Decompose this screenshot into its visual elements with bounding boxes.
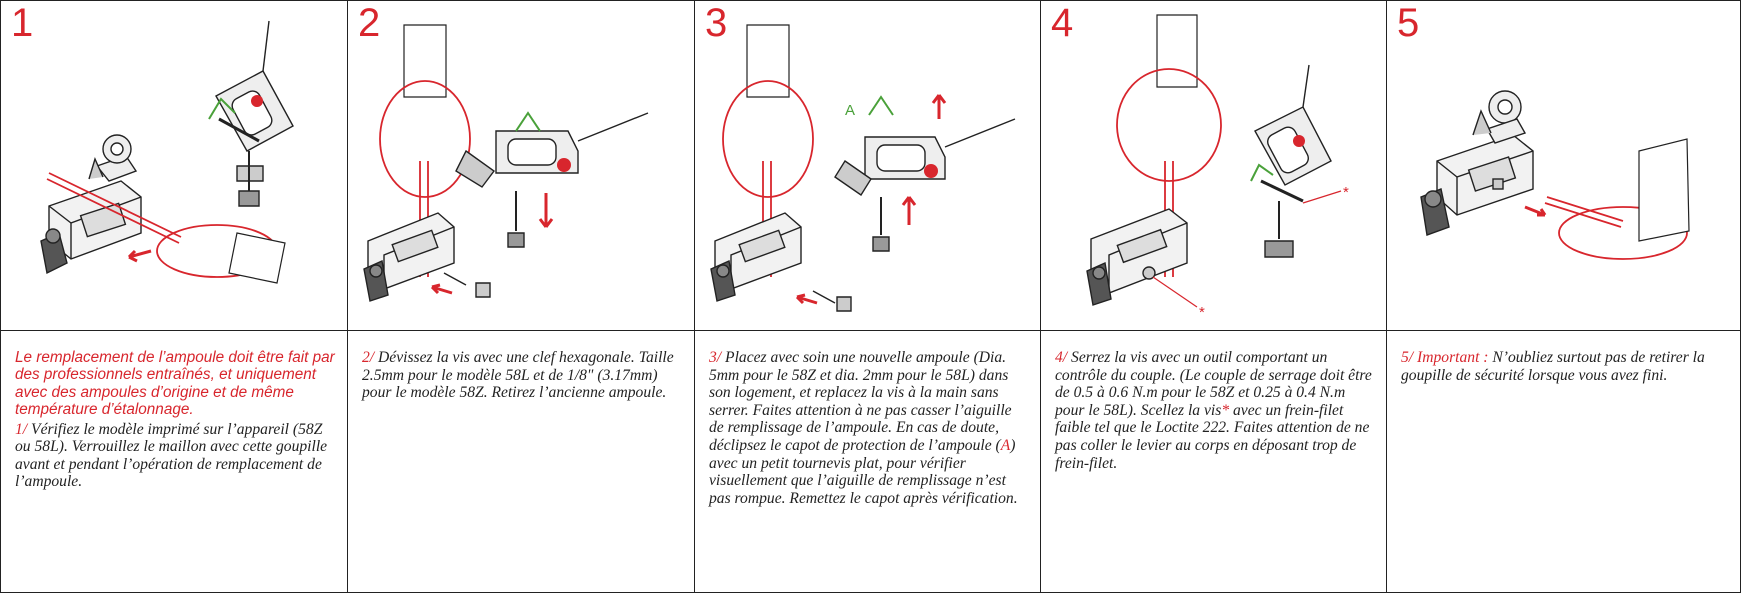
step-1-intro: Le remplacement de l’ampoule doit être f… — [15, 349, 335, 419]
step-2-marker: 2/ — [362, 349, 375, 366]
step-4-marker: 4/ — [1055, 349, 1068, 366]
step-1-number: 1 — [11, 1, 34, 45]
step-3-drawing: A — [710, 24, 1016, 312]
step-2-drawing — [363, 24, 649, 302]
step-1-illustration: 1 — [1, 1, 347, 331]
step-3-number: 3 — [705, 1, 728, 45]
step-3-text: 3/ Placez avec soin une nouvelle ampoule… — [709, 349, 1030, 507]
step-5-number: 5 — [1397, 1, 1420, 45]
step-1-drawing — [40, 20, 294, 284]
step-4-asterisk: * — [1221, 401, 1230, 419]
step-1-text: Le remplacement de l’ampoule doit être f… — [15, 349, 337, 491]
step-4-column: 4 — [1041, 1, 1387, 592]
step-1-body: Vérifiez le modèle imprimé sur l’apparei… — [15, 420, 328, 491]
step-4-drawing: * * — [1086, 14, 1349, 321]
step-4-body-b: avec un frein-filet faible tel que le Lo… — [1055, 401, 1370, 472]
step-5-column: 5 — [1387, 1, 1740, 592]
step-3-column: 3 — [695, 1, 1041, 592]
step-3-body-a: Placez avec soin une nouvelle ampoule (D… — [709, 349, 1012, 454]
step-1-column: 1 — [1, 1, 348, 592]
step-5-drawing — [1420, 90, 1690, 260]
step-4-number: 4 — [1051, 1, 1074, 45]
step-3-marker: 3/ — [709, 349, 722, 366]
step-5-marker: 5/ Important : — [1401, 349, 1489, 366]
step-2-body: Dévissez la vis avec une clef hexagonale… — [362, 349, 674, 402]
step-4-mark-top: * — [1343, 184, 1349, 201]
step-1-marker: 1/ — [15, 420, 28, 438]
step-3-label-a: A — [845, 102, 855, 119]
step-4-mark-bottom: * — [1199, 304, 1205, 321]
step-4-illustration: 4 — [1041, 1, 1386, 331]
step-4-body-a: Serrez la vis avec un outil comportant u… — [1055, 349, 1372, 419]
step-3-illustration: 3 — [695, 1, 1040, 331]
step-5-body: N’oubliez surtout pas de retirer la goup… — [1401, 349, 1705, 384]
step-2-column: 2 — [348, 1, 695, 592]
step-5-illustration: 5 — [1387, 1, 1740, 331]
step-2-text: 2/ Dévissez la vis avec une clef hexagon… — [362, 349, 684, 402]
step-3-inline-label-a: A — [1000, 436, 1011, 454]
step-2-number: 2 — [358, 1, 381, 45]
step-4-text: 4/ Serrez la vis avec un outil comportan… — [1055, 349, 1376, 472]
step-3-body-b: ) avec un petit tournevis plat, pour vér… — [709, 436, 1018, 507]
step-2-illustration: 2 — [348, 1, 694, 331]
step-5-text: 5/ Important : N’oubliez surtout pas de … — [1401, 349, 1730, 384]
